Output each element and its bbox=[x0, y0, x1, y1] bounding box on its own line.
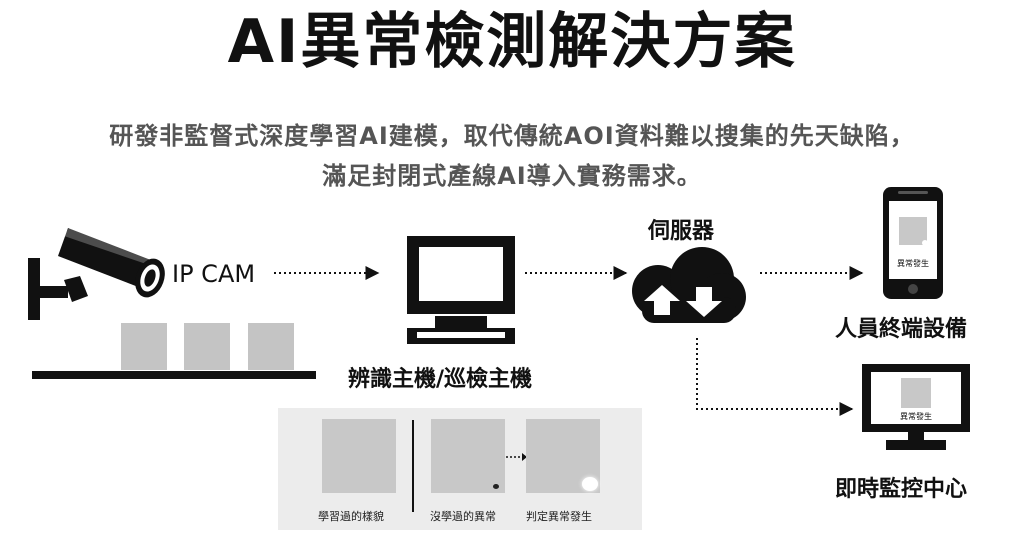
upload-arrow-icon bbox=[644, 285, 680, 315]
subtitle-line-1: 研發非監督式深度學習AI建模，取代傳統AOI資料難以搜集的先天缺陷， bbox=[109, 122, 915, 150]
learned-caption: 學習過的樣貌 bbox=[318, 510, 384, 523]
cloud-server-icon bbox=[632, 247, 746, 323]
mobile-alert-text: 異常發生 bbox=[897, 259, 929, 268]
security-camera-icon bbox=[28, 226, 165, 320]
judged-sample-image bbox=[526, 419, 600, 493]
mobile-phone-icon bbox=[883, 187, 943, 299]
monitor-alert-text: 異常發生 bbox=[900, 412, 932, 421]
learned-sample-image bbox=[322, 419, 396, 493]
sample-panel: 學習過的樣貌 沒學過的異常 判定異常發生 bbox=[278, 408, 642, 530]
divider bbox=[412, 420, 414, 512]
arrow-server-to-monitor bbox=[696, 338, 854, 416]
download-arrow-icon bbox=[686, 287, 722, 317]
computer-icon bbox=[407, 236, 515, 344]
sample-arrow bbox=[506, 453, 527, 461]
unlearned-caption: 沒學過的異常 bbox=[430, 510, 496, 523]
product-box bbox=[184, 323, 230, 370]
ip-cam-label: IP CAM bbox=[172, 260, 256, 288]
conveyor-belt bbox=[32, 371, 316, 379]
page-title: AI異常檢測解決方案 bbox=[227, 7, 797, 77]
judged-caption: 判定異常發生 bbox=[526, 510, 592, 523]
subtitle-line-2: 滿足封閉式產線AI導入實務需求。 bbox=[322, 162, 702, 190]
product-box bbox=[248, 323, 294, 370]
server-label: 伺服器 bbox=[648, 219, 715, 244]
monitor-icon bbox=[862, 364, 970, 450]
mobile-label: 人員終端設備 bbox=[835, 317, 968, 342]
monitor-label: 即時監控中心 bbox=[835, 477, 968, 502]
host-label: 辨識主機/巡檢主機 bbox=[348, 367, 533, 392]
product-box bbox=[121, 323, 167, 370]
anomaly-sample-image bbox=[431, 419, 505, 493]
